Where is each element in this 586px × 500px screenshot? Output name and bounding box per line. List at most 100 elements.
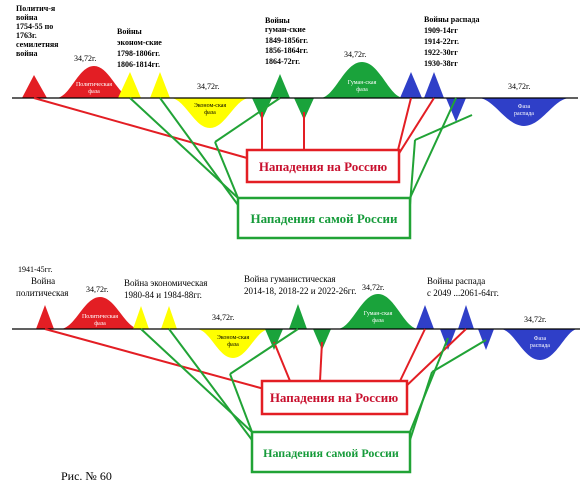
bottom-humanitarian-phase-hump: [337, 294, 419, 329]
top-economic-war-line-4: 1806-1814гг.: [117, 60, 160, 69]
top-disintegration-phase-label-1: Фаза: [518, 104, 531, 110]
top-disintegration-spike-3: [446, 98, 466, 122]
top-disintegration-war-line-5: 1930-38гг: [424, 59, 458, 68]
top-disintegration-war-line-3: 1914-22гг.: [424, 37, 459, 46]
top-green-line-3: [214, 97, 281, 143]
bottom-disintegration-war-line-1: Войны распада: [427, 276, 485, 286]
bottom-humanitarian-spike-3: [313, 329, 331, 350]
bottom-red-line-3: [319, 341, 323, 382]
top-green-connectors: [129, 97, 473, 206]
bottom-political-phase-label-2: фаза: [94, 320, 106, 327]
top-period-4: 34,72г.: [508, 82, 530, 91]
top-green-line-6: [414, 114, 473, 141]
top-humanitarian-war-label: Войны гуман-ские 1849-1856гг. 1856-1864г…: [265, 16, 308, 66]
bottom-red-line-1: [44, 328, 269, 391]
bottom-political-spike-shape: [36, 305, 54, 329]
bottom-diagram: Политическая фаза Эконом-ская фаза Гуман…: [12, 265, 580, 474]
top-disintegration-war-line-4: 1922-30гг: [424, 48, 458, 57]
bottom-humanitarian-spikes: [265, 304, 331, 350]
bottom-green-connectors: [140, 328, 487, 441]
top-political-war-line-5: семилетняя: [16, 40, 59, 49]
figure-caption: Рис. № 60: [61, 469, 112, 483]
bottom-economic-phase-label-1: Эконом-ская: [217, 335, 250, 341]
top-attacks-by-russia-box: Нападения самой России: [236, 196, 412, 240]
top-humanitarian-phase-label-1: Гуман-ская: [348, 80, 377, 86]
bottom-green-line-4: [229, 373, 253, 433]
bottom-political-war-line-1: 1941-45гг.: [18, 265, 52, 274]
top-period-1: 34,72г.: [74, 54, 96, 63]
bottom-political-war-line-2: Война: [31, 276, 55, 286]
bottom-red-line-5: [401, 328, 467, 391]
bottom-political-phase-label-1: Политическая: [82, 314, 118, 320]
top-period-labels: 34,72г. 34,72г. 34,72г. 34,72г.: [74, 50, 530, 91]
top-disintegration-spikes: [400, 72, 466, 122]
top-red-line-4: [397, 97, 412, 151]
bottom-period-4: 34,72г.: [524, 315, 546, 324]
top-humanitarian-spike-3: [294, 98, 314, 120]
bottom-political-war-line-3: политическая: [16, 288, 68, 298]
top-political-war-line-1: Политич-я: [16, 4, 56, 13]
top-political-war-line-6: война: [16, 49, 37, 58]
bottom-red-line-4: [399, 328, 426, 382]
top-humanitarian-war-line-1: Войны: [265, 16, 291, 25]
top-humanitarian-phase: Гуман-ская фаза: [320, 62, 404, 98]
bottom-economic-spike-2: [161, 306, 177, 329]
bottom-economic-war-label: Война экономическая 1980-84 и 1984-88гг.: [124, 278, 207, 300]
bottom-economic-spikes: [133, 306, 177, 329]
top-attacks-on-russia-frame: [245, 148, 401, 184]
top-attacks-by-russia-text: Нападения самой России: [250, 211, 398, 226]
bottom-red-connectors: [44, 328, 467, 391]
bottom-disintegration-spike-3: [458, 305, 474, 329]
bottom-attacks-on-russia-frame: [260, 379, 409, 416]
bottom-period-3: 34,72г.: [362, 283, 384, 292]
bottom-attacks-by-russia-frame: [250, 430, 412, 474]
bottom-disintegration-phase: Фаза распада: [500, 329, 578, 360]
bottom-economic-war-line-2: 1980-84 и 1984-88гг.: [124, 290, 202, 300]
bottom-humanitarian-phase-label-1: Гуман-ская: [364, 311, 393, 317]
bottom-disintegration-war-label: Войны распада с 2049 ...2061-64гг.: [427, 276, 499, 298]
bottom-period-2: 34,72г.: [212, 313, 234, 322]
bottom-humanitarian-spike-1: [265, 329, 283, 350]
bottom-attacks-on-russia-text: Нападения на Россию: [270, 390, 398, 405]
bottom-humanitarian-phase-label-2: фаза: [372, 317, 384, 324]
top-political-spike: [22, 75, 47, 98]
top-period-3: 34,72г.: [344, 50, 366, 59]
bottom-humanitarian-war-line-1: Война гуманистическая: [244, 274, 336, 284]
bottom-economic-spike-1: [133, 306, 149, 329]
top-humanitarian-war-line-5: 1864-72гг.: [265, 57, 300, 66]
top-political-phase-label-1: Политическая: [76, 82, 112, 88]
top-economic-phase-trough: [170, 98, 250, 128]
top-disintegration-phase: Фаза распада: [478, 98, 570, 126]
bottom-economic-phase-trough: [196, 329, 270, 358]
top-economic-phase-label-2: фаза: [204, 109, 216, 116]
top-political-phase-hump: [56, 66, 133, 98]
top-political-phase: Политическая фаза: [56, 66, 133, 98]
top-disintegration-spike-1: [400, 72, 422, 98]
bottom-period-1: 34,72г.: [86, 285, 108, 294]
top-political-war-line-2: война: [16, 13, 37, 22]
top-humanitarian-phase-label-2: фаза: [356, 86, 368, 93]
top-economic-phase: Эконом-ская фаза: [170, 98, 250, 128]
bottom-red-line-2: [273, 341, 291, 382]
bottom-economic-phase-label-2: фаза: [227, 341, 239, 348]
bottom-political-spike: [36, 305, 54, 329]
top-economic-spike-2: [150, 72, 170, 98]
top-attacks-on-russia-box: Нападения на Россию: [245, 148, 401, 184]
top-disintegration-spike-2: [424, 72, 444, 98]
top-humanitarian-war-line-3: 1849-1856гг.: [265, 36, 308, 45]
top-red-line-5: [397, 97, 435, 156]
bottom-political-phase: Политическая фаза: [60, 297, 140, 329]
top-green-line-2: [159, 97, 239, 206]
top-red-line-1: [33, 97, 248, 159]
top-economic-phase-label-1: Эконом-ская: [194, 103, 227, 109]
top-disintegration-war-label: Войны распада 1909-14гг 1914-22гг. 1922-…: [424, 15, 479, 68]
top-political-phase-label-2: фаза: [88, 88, 100, 95]
bottom-disintegration-phase-label-1: Фаза: [534, 336, 547, 342]
top-attacks-by-russia-frame: [236, 196, 412, 240]
top-political-war-label: Политич-я война 1754-55 по 1763г. семиле…: [16, 4, 59, 58]
top-disintegration-phase-label-2: распада: [514, 111, 534, 117]
bottom-green-line-2: [168, 328, 253, 441]
bottom-disintegration-phase-label-2: распада: [530, 343, 550, 349]
